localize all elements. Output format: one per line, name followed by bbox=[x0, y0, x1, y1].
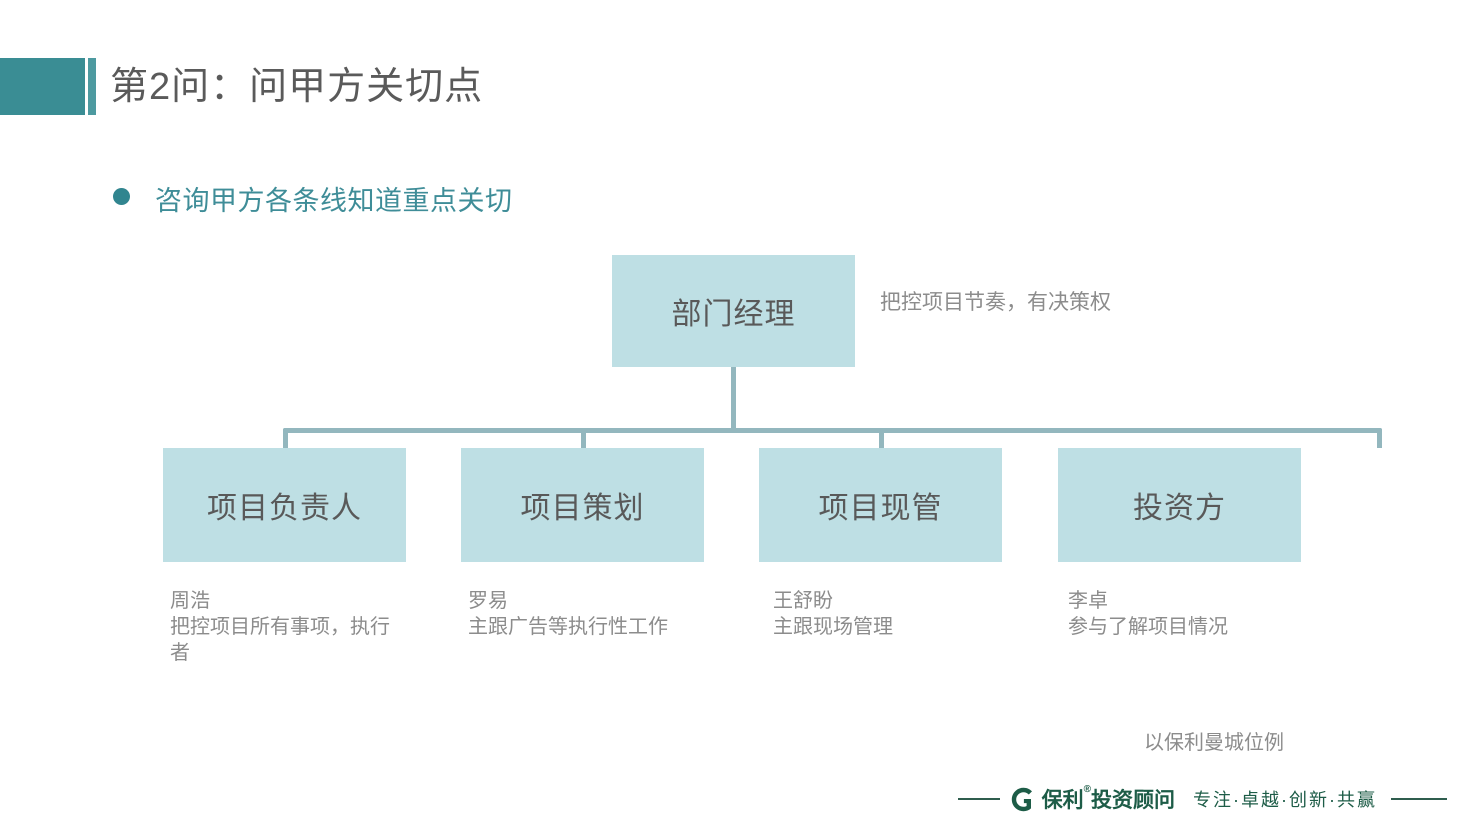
bullet-text: 咨询甲方各条线知道重点关切 bbox=[155, 186, 513, 216]
org-node-child-4-person: 李卓 bbox=[1068, 590, 1108, 612]
slide-footer: 保利 ® 投资顾问 专注·卓越·创新·共赢 bbox=[0, 782, 1477, 816]
bullet-point-icon bbox=[113, 188, 130, 205]
footer-brand-name: 保利 bbox=[1041, 789, 1084, 812]
footer-tagline: 专注·卓越·创新·共赢 bbox=[1193, 790, 1377, 810]
org-node-child-3: 项目现管 bbox=[759, 448, 1002, 562]
connector-vertical-child-1 bbox=[283, 428, 288, 448]
page-title: 第2问：问甲方关切点 bbox=[110, 66, 484, 108]
footer-rule-left bbox=[957, 798, 1000, 800]
org-node-child-2-person: 罗易 bbox=[468, 590, 508, 612]
title-accent-block bbox=[0, 58, 85, 115]
connector-vertical-child-3 bbox=[879, 428, 884, 448]
connector-horizontal-bus bbox=[283, 428, 1382, 433]
org-node-child-2-duty: 主跟广告等执行性工作 bbox=[468, 616, 668, 638]
title-accent-bar bbox=[88, 58, 96, 115]
footer-brand: 保利 ® 投资顾问 bbox=[1042, 784, 1175, 814]
org-node-child-3-person: 王舒盼 bbox=[773, 590, 833, 612]
footer-brand-sub: 投资顾问 bbox=[1091, 789, 1176, 812]
org-node-root: 部门经理 bbox=[612, 255, 855, 367]
connector-vertical-root bbox=[731, 367, 736, 431]
org-node-child-4-note: 李卓 参与了解项目情况 bbox=[1068, 588, 1304, 640]
connector-vertical-child-2 bbox=[581, 428, 586, 448]
org-node-child-4-duty: 参与了解项目情况 bbox=[1068, 616, 1228, 638]
org-node-child-1-duty: 把控项目所有事项，执行者 bbox=[170, 616, 390, 664]
poly-logo-icon bbox=[1011, 787, 1036, 812]
org-node-child-2-note: 罗易 主跟广告等执行性工作 bbox=[468, 588, 704, 640]
org-node-child-2: 项目策划 bbox=[461, 448, 704, 562]
org-node-child-1: 项目负责人 bbox=[163, 448, 406, 562]
org-node-child-3-duty: 主跟现场管理 bbox=[773, 616, 893, 638]
org-node-child-1-note: 周浩 把控项目所有事项，执行者 bbox=[170, 588, 406, 666]
source-note: 以保利曼城位例 bbox=[1144, 732, 1284, 754]
org-node-child-1-person: 周浩 bbox=[170, 590, 210, 612]
connector-vertical-child-4 bbox=[1377, 428, 1382, 448]
footer-brand-registered-icon: ® bbox=[1083, 784, 1092, 795]
org-node-child-3-note: 王舒盼 主跟现场管理 bbox=[773, 588, 1009, 640]
org-node-child-4: 投资方 bbox=[1058, 448, 1301, 562]
org-node-root-annotation: 把控项目节奏，有决策权 bbox=[880, 291, 1111, 314]
footer-rule-right bbox=[1391, 798, 1447, 800]
